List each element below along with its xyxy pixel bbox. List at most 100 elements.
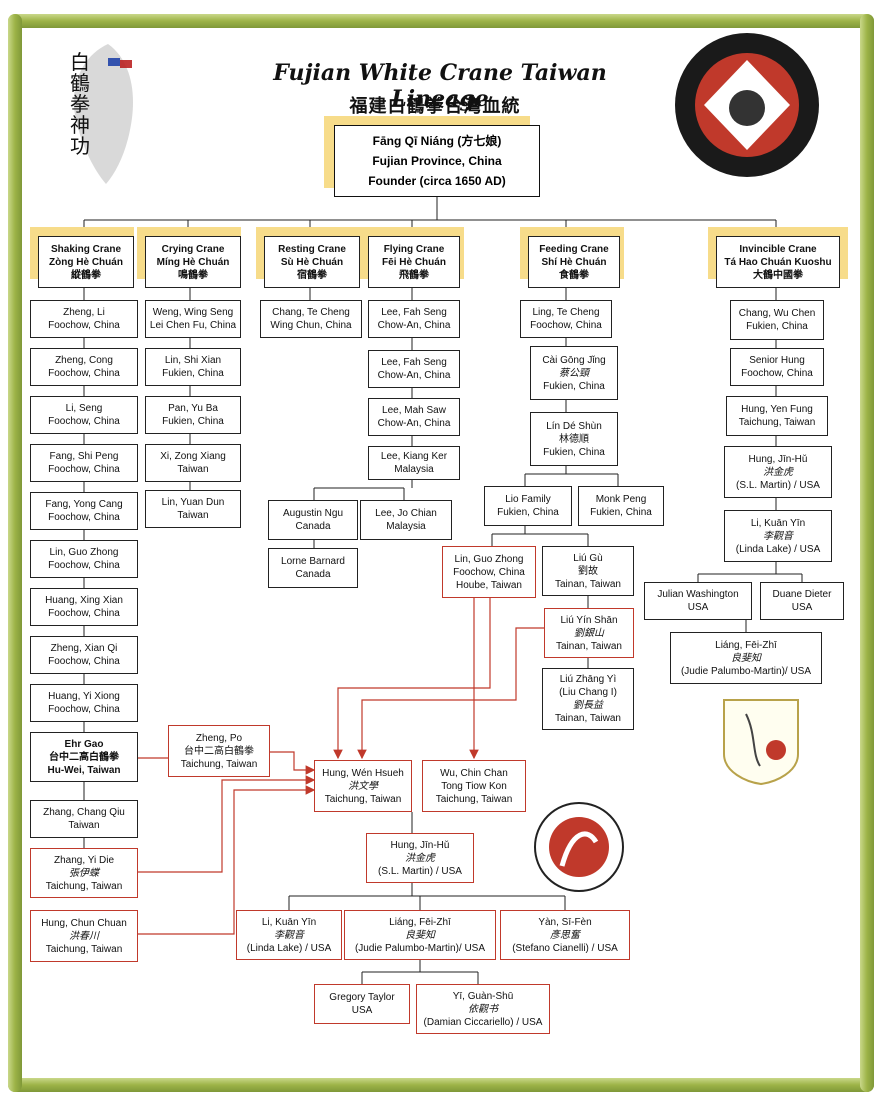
person-place: (Linda Lake) / USA [735, 543, 821, 555]
person-place: Fukien, China [497, 507, 559, 518]
founder-note: Founder (circa 1650 AD) [368, 174, 506, 188]
branch-shaking-crane: Shaking Crane Zòng Hè Chuán 縱鶴拳 [38, 236, 134, 288]
person-name: Yàn, Sī-Fèn [538, 916, 592, 928]
person-zh: 台中二高白鶴拳 [49, 751, 119, 763]
branch-name: Flying Crane [383, 243, 445, 255]
person-name: Fang, Shi Peng [49, 451, 119, 462]
person-name: Liú Yín Shān [560, 614, 618, 626]
person-name: Lio Family [505, 494, 551, 505]
person-place: Foochow, China [48, 368, 120, 379]
person-name: Hung, Jīn-Hǔ [748, 453, 808, 465]
bamboo-frame-left [8, 14, 22, 1092]
person-name: Lin, Guo Zhong [454, 553, 524, 565]
bamboo-frame-bottom [8, 1078, 874, 1092]
person-zh: 蔡公頸 [559, 367, 589, 379]
person-place: Fukien, China [162, 416, 224, 427]
person-name: Zheng, Li [63, 307, 105, 318]
person-name: Lin, Guo Zhong [49, 547, 119, 558]
person-zh: 林德順 [559, 433, 589, 445]
person-place: Wing Chun, China [270, 320, 352, 331]
branch-name: Invincible Crane [739, 243, 817, 255]
person-place: Taiwan [177, 510, 209, 521]
person-place: Chow-An, China [377, 418, 451, 429]
person-name: Liú Gù [573, 552, 603, 564]
taiwan-map-logo [73, 44, 133, 184]
person-place: Taiwan [68, 820, 100, 831]
page-subtitle: 福建白鶴拳台灣血統 [349, 96, 521, 116]
person-place: Tainan, Taiwan [555, 578, 621, 590]
person-name: Lee, Fah Seng [381, 307, 447, 318]
person-name: Pan, Yu Ba [168, 403, 218, 414]
person-place: Fukien, China [543, 380, 605, 392]
person-zh: 劉長益 [573, 700, 603, 711]
branch-name: Shaking Crane [50, 243, 122, 255]
association-seal-emblem [675, 33, 819, 177]
crane-circle-emblem [534, 802, 624, 892]
branch-pinyin: Fēi Hè Chuán [382, 256, 446, 268]
person-name: Li, Kuān Yīn [261, 916, 317, 928]
person-name: Lee, Mah Saw [382, 405, 446, 416]
branch-resting-crane: Resting Crane Sù Hè Chuán 宿鶴拳 [264, 236, 360, 288]
person-place: Taichung, Taiwan [180, 758, 258, 770]
person-place: Chow-An, China [377, 370, 451, 381]
person-place: Hoube, Taiwan [456, 579, 522, 591]
person-name: Wu, Chin Chan [440, 767, 508, 779]
person-name: Lee, Jo Chian [375, 508, 437, 519]
person-place: Foochow, China [453, 566, 525, 578]
branch-zh: 飛鶴拳 [399, 269, 429, 281]
person-place: USA [687, 602, 709, 613]
branch-pinyin: Tá Hao Chuán Kuoshu [724, 256, 832, 268]
person-name: Lin, Yuan Dun [161, 497, 225, 508]
founder-province: Fujian Province, China [372, 154, 502, 168]
person-place: Malaysia [386, 521, 426, 532]
person-name: Li, Kuān Yīn [750, 517, 806, 529]
person-place: Taichung, Taiwan [738, 417, 816, 428]
person-place: Malaysia [394, 464, 434, 475]
person-name: Zhang, Yi Die [53, 854, 115, 866]
branch-crying-crane: Crying Crane Míng Hè Chuán 鳴鶴拳 [145, 236, 241, 288]
person-place: Foochow, China [741, 368, 813, 379]
branch-zh: 食鶴拳 [559, 269, 589, 281]
person-place: Canada [295, 521, 331, 532]
person-place: Foochow, China [48, 656, 120, 667]
person-zh: 劉銀山 [574, 627, 604, 639]
person-name: Lorne Barnard [281, 556, 345, 567]
person-place: Foochow, China [48, 320, 120, 331]
person-name: Gregory Taylor [329, 992, 395, 1003]
person-name: Li, Seng [65, 403, 103, 414]
person-name: Cài Gōng Jǐng [542, 354, 606, 366]
logo-text: 白鶴拳神功 [70, 50, 90, 158]
person-name: Weng, Wing Seng [152, 307, 234, 318]
branch-pinyin: Sù Hè Chuán [280, 256, 344, 268]
person-place: Taiwan [177, 464, 209, 475]
person-place: (Damian Ciccariello) / USA [423, 1016, 543, 1028]
